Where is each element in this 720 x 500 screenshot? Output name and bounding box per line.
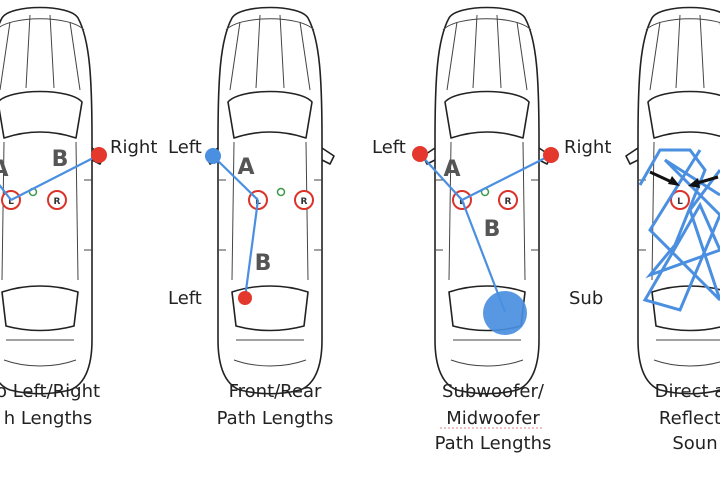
seat-right-label: R [301,197,308,207]
seat-right-marker [294,190,314,210]
seat-right-marker [498,190,518,210]
left-speaker [412,146,428,162]
right-speaker [543,147,559,163]
seat-left-marker [670,190,690,210]
subwoofer-speaker [483,291,527,335]
caption-2-line2: Path Lengths [217,408,334,429]
path-letter-b: B [255,251,272,276]
caption-2-line1: Front/Rear [229,381,322,402]
caption-1-line2: h Lengths [4,408,93,429]
sub-speaker-label: Sub [569,288,603,309]
path-a-left-line [419,153,463,201]
caption-4-line1: Direct a [655,381,720,402]
seat-left-label: L [677,197,683,207]
reflection-paths [638,148,720,312]
left-speaker-label: Left [372,137,406,158]
path-a-line [212,155,259,201]
rear-left-speaker [238,291,252,305]
seat-right-label: R [505,197,512,207]
center-marker [276,187,286,197]
right-speaker [91,147,107,163]
path-a-right-line [461,154,552,201]
caption-4-line2: Reflect [659,408,720,429]
path-letter-a: A [0,157,9,182]
path-letter-a: A [443,157,460,182]
path-letter-b: B [52,147,69,172]
caption-3-line2: Midwoofer [446,408,540,429]
path-b-line [10,154,100,201]
right-speaker-label: Right [110,137,157,158]
caption-3-line3: Path Lengths [435,433,552,454]
seat-right-marker [47,190,67,210]
panel-reflections: L Direct a Reflect Soun [625,6,720,454]
car-outline-3 [422,6,552,395]
front-left-label: Left [168,137,202,158]
panel-front-rear: L R A B Left Left Front/Rear Path Length… [168,6,335,429]
caption-3-line1: Subwoofer/ [442,381,545,402]
car-outline-2 [205,6,335,395]
panel-left-right: L R A B Right o Left/Right h Lengths [0,6,157,429]
front-left-speaker [205,148,221,164]
caption-1-line1: o Left/Right [0,381,100,402]
path-letter-a: A [237,155,254,180]
path-letter-b: B [484,217,501,242]
caption-4-line3: Soun [672,433,717,454]
rear-left-label: Left [168,288,202,309]
right-speaker-label: Right [564,137,611,158]
path-b-line [243,199,260,299]
panel-subwoofer: L R A B Left Right Sub Subwoofer/ Midwoo… [372,6,611,454]
seat-left-label: L [8,197,14,207]
seat-right-label: R [54,197,61,207]
